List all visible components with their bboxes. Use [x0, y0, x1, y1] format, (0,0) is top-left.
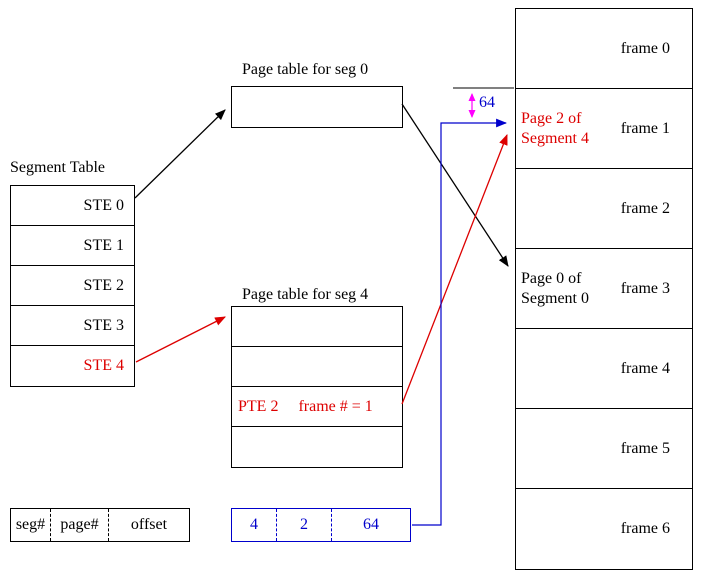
frame-table: frame 0 Page 2 of Segment 4 frame 1 fram… — [515, 8, 693, 570]
seg-number-value: 4 — [232, 509, 277, 541]
arrow-seg0-pagetable-to-frame3 — [401, 103, 509, 267]
page-number-field-label: page# — [51, 509, 109, 541]
pte2-label: PTE 2 — [238, 397, 279, 415]
frame1-label: frame 1 — [620, 119, 670, 137]
connector-address-to-frame1 — [412, 118, 508, 526]
frame-row-2: frame 2 — [516, 169, 692, 249]
arrow-ste0-to-seg0-pagetable — [134, 109, 226, 199]
frame5-label: frame 5 — [620, 439, 670, 457]
segment-table-row-ste1: STE 1 — [11, 226, 134, 266]
frame3-label: frame 3 — [620, 279, 670, 297]
logical-address-value-box: 4 2 64 — [231, 508, 411, 542]
frame-row-3: Page 0 of Segment 0 frame 3 — [516, 249, 692, 329]
segment-table-row-ste0: STE 0 — [11, 186, 134, 226]
frame4-label: frame 4 — [620, 359, 670, 377]
page-table-seg4-row-0 — [232, 307, 402, 347]
arrow-pte2-to-frame1 — [401, 133, 508, 405]
frame-row-1: Page 2 of Segment 4 frame 1 — [516, 89, 692, 169]
ste1-label: STE 1 — [83, 236, 124, 254]
frame1-content-line1: Page 2 of — [521, 109, 582, 127]
frame-row-0: frame 0 — [516, 9, 692, 89]
arrow-ste4-to-seg4-pagetable — [135, 316, 226, 363]
frame3-content: Page 0 of Segment 0 — [516, 269, 599, 309]
ste3-label: STE 3 — [83, 316, 124, 334]
ste4-label: STE 4 — [83, 357, 124, 374]
frame1-content: Page 2 of Segment 4 — [516, 109, 599, 149]
page-number-value: 2 — [277, 509, 332, 541]
seg-number-field-label: seg# — [11, 509, 51, 541]
frame-row-6: frame 6 — [516, 489, 692, 569]
page-table-seg4-title: Page table for seg 4 — [242, 286, 369, 303]
frame1-content-line2: Segment 4 — [521, 129, 589, 147]
page-table-seg0-title: Page table for seg 0 — [242, 61, 369, 78]
offset-value: 64 — [363, 516, 379, 533]
ste0-label: STE 0 — [83, 196, 124, 214]
frame0-label: frame 0 — [620, 39, 670, 57]
page-table-seg0 — [231, 86, 403, 128]
frame2-label: frame 2 — [620, 199, 670, 217]
frame6-label: frame 6 — [620, 520, 670, 537]
segment-table-row-ste4: STE 4 — [11, 346, 134, 386]
segment-table-row-ste3: STE 3 — [11, 306, 134, 346]
frame-row-4: frame 4 — [516, 329, 692, 409]
logical-address-format-box: seg# page# offset — [10, 508, 190, 542]
pte2-frame-value: frame # = 1 — [298, 397, 373, 415]
frame-row-5: frame 5 — [516, 409, 692, 489]
offset-64-annotation: 64 — [479, 94, 495, 111]
segment-table-title: Segment Table — [10, 159, 106, 176]
page-table-seg4-row-1 — [232, 347, 402, 387]
ste2-label: STE 2 — [83, 276, 124, 294]
page-table-seg4-row-3 — [232, 427, 402, 467]
segment-table: STE 0 STE 1 STE 2 STE 3 STE 4 — [10, 185, 135, 387]
frame3-content-line2: Segment 0 — [521, 289, 589, 307]
page-table-seg4: PTE 2 frame # = 1 — [231, 306, 403, 468]
page-table-seg4-row-pte2: PTE 2 frame # = 1 — [232, 387, 402, 427]
page-table-seg0-row — [232, 87, 402, 127]
offset-field-label: offset — [130, 516, 168, 533]
segment-table-row-ste2: STE 2 — [11, 266, 134, 306]
frame3-content-line1: Page 0 of — [521, 269, 582, 287]
